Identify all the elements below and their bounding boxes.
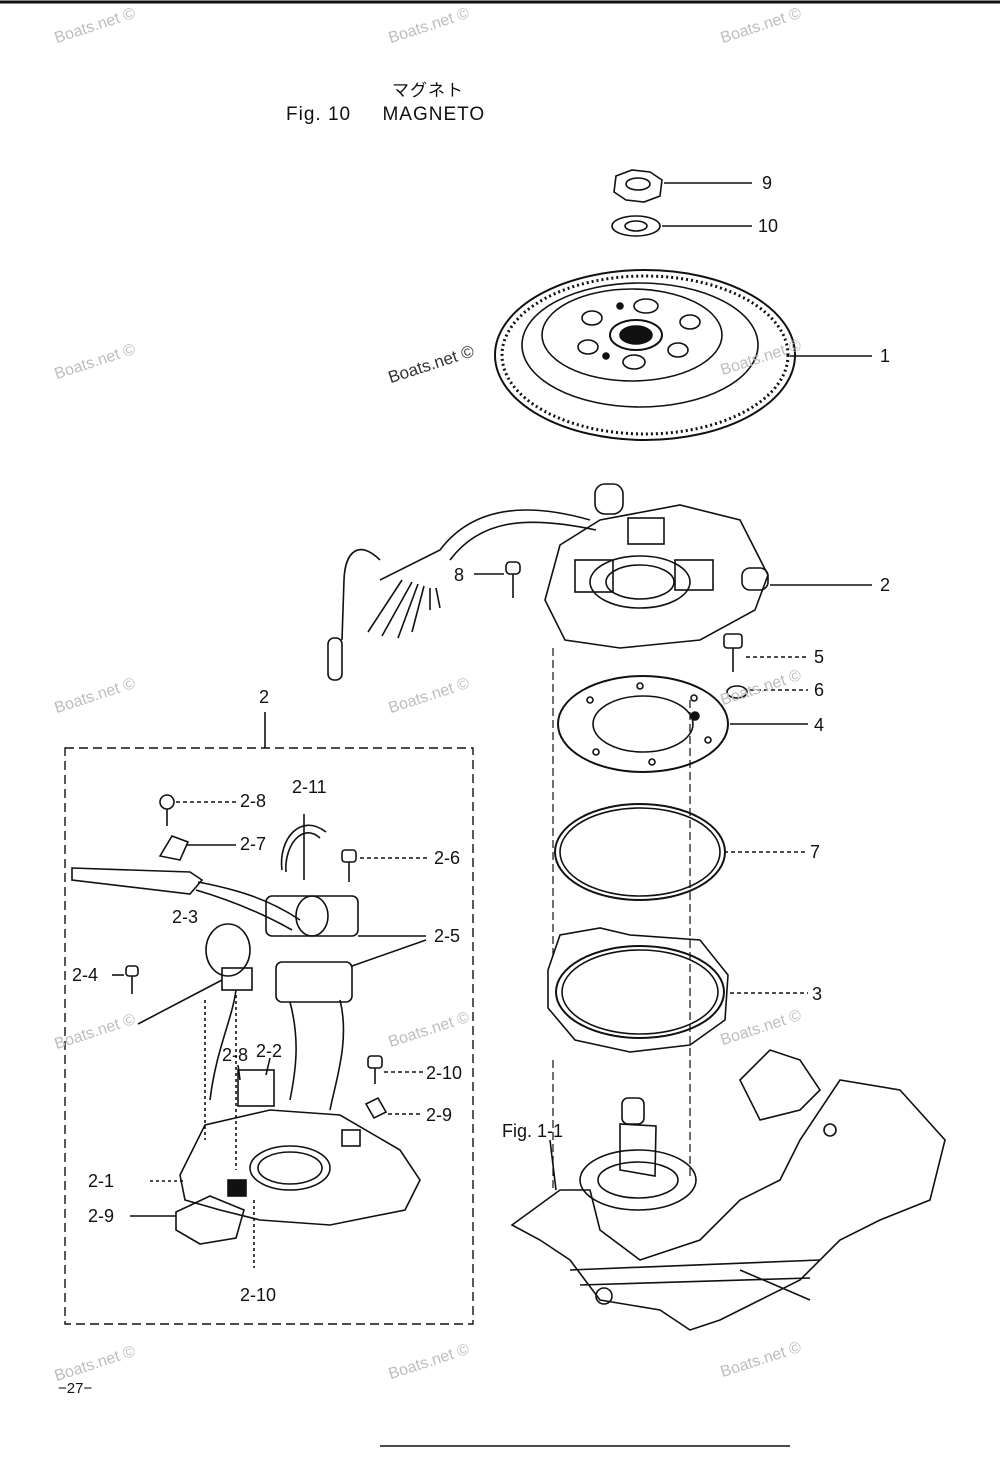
callout-2-9-left: 2-9 (88, 1206, 115, 1226)
callout-1: 1 (880, 346, 891, 366)
callout-6: 6 (814, 680, 825, 700)
callout-2-6: 2-6 (434, 848, 461, 868)
callout-2-10-right: 2-10 (426, 1063, 463, 1083)
title-japanese: マグネト (392, 81, 464, 100)
callout-10: 10 (758, 216, 779, 236)
callout-2-10-bottom: 2-10 (240, 1285, 277, 1305)
reference-fig-1-1: Fig. 1-1 (502, 1121, 564, 1141)
callout-3: 3 (812, 984, 823, 1004)
callout-2-11: 2-11 (292, 777, 327, 797)
bolt-part (723, 633, 808, 699)
callout-2-3: 2-3 (172, 907, 199, 927)
callout-2-4: 2-4 (72, 965, 99, 985)
callout-2-8-mid: 2-8 (222, 1045, 249, 1065)
callout-7: 7 (810, 842, 821, 862)
mounting-bracket-part (547, 927, 808, 1053)
page-number: −27− (58, 1380, 93, 1397)
callout-2-8-top: 2-8 (240, 791, 267, 811)
engine-block-reference (510, 1049, 946, 1331)
stator-detail-exploded (71, 794, 430, 1268)
callout-2-9-right: 2-9 (426, 1105, 453, 1125)
callout-8: 8 (454, 565, 465, 585)
callout-2-5: 2-5 (434, 926, 461, 946)
base-plate-part (557, 675, 808, 773)
callout-2: 2 (880, 575, 891, 595)
callout-2-2: 2-2 (256, 1041, 283, 1061)
washer-part (611, 215, 752, 237)
callout-9: 9 (762, 173, 773, 193)
screw-part (474, 561, 521, 598)
callout-2-box: 2 (259, 687, 270, 707)
flywheel-part (494, 269, 872, 441)
callout-4: 4 (814, 715, 825, 735)
callout-2-1: 2-1 (88, 1171, 115, 1191)
callout-2-7: 2-7 (240, 834, 267, 854)
callout-5: 5 (814, 647, 825, 667)
detail-box (64, 747, 474, 1325)
nut-part (613, 169, 752, 203)
figure-title: Fig. 10 MAGNETO (286, 104, 486, 125)
o-ring-part (554, 803, 808, 901)
stator-assembly-part (327, 483, 872, 681)
